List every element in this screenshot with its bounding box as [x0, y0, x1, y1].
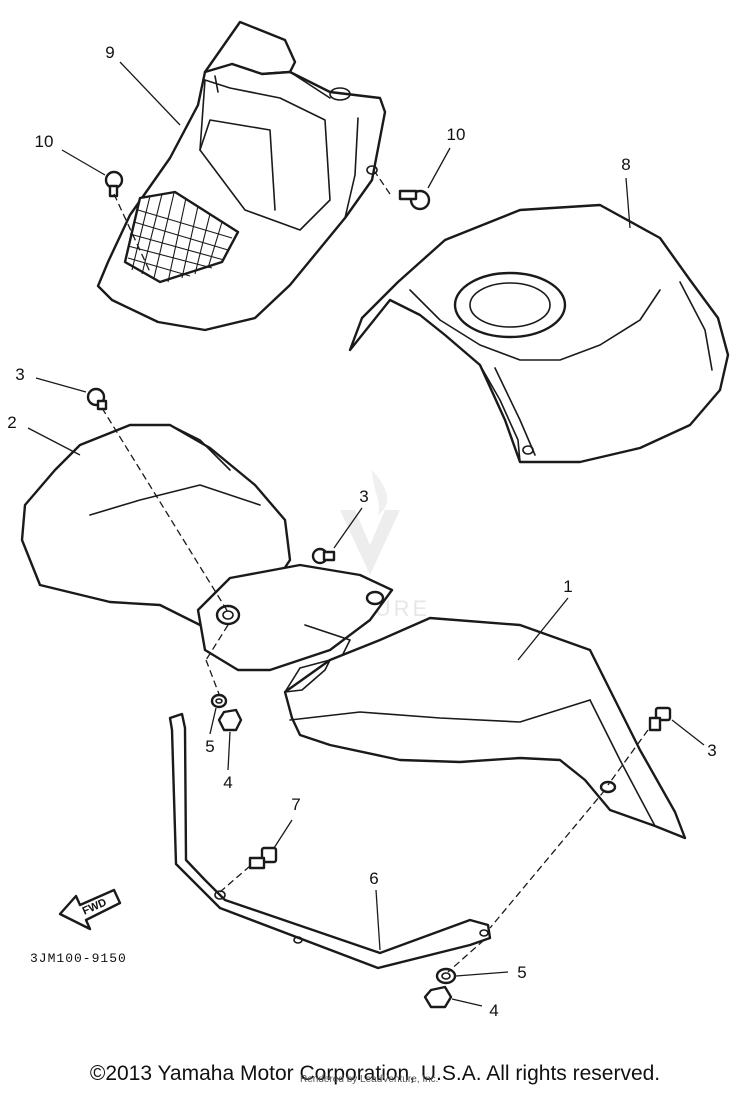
copyright-notice: ©2013 Yamaha Motor Corporation, U.S.A. A… [89, 1062, 661, 1085]
exploded-parts-diagram: LE VENTURE [7, 20, 730, 1020]
callout-8: 8 [621, 155, 630, 174]
callout-5-left: 5 [205, 737, 214, 756]
bolt-3-middle[interactable] [311, 547, 336, 565]
callout-7: 7 [291, 795, 300, 814]
part-9-front-cover[interactable] [96, 20, 387, 332]
callout-6: 6 [369, 869, 378, 888]
part-6-stay[interactable] [168, 712, 492, 970]
callout-9: 9 [105, 43, 114, 62]
washer-5-left[interactable] [210, 693, 228, 709]
callout-3-upper: 3 [15, 365, 24, 384]
callout-10-left: 10 [35, 132, 54, 151]
leader-lines [27, 61, 705, 1007]
washer-5-right[interactable] [435, 967, 457, 985]
assembly-lines [101, 171, 649, 973]
callout-1: 1 [563, 577, 572, 596]
bolt-3-right[interactable] [648, 706, 672, 732]
nut-4-left[interactable] [217, 708, 243, 732]
bolt-10-left[interactable] [104, 170, 124, 198]
callout-3-right: 3 [707, 741, 716, 760]
nut-4-right[interactable] [423, 985, 453, 1009]
fwd-arrow-icon: FWD [58, 888, 122, 931]
callout-3-middle: 3 [359, 487, 368, 506]
callout-2: 2 [7, 413, 16, 432]
rendered-by-credit: Rendered by LeadVenture, Inc. [300, 1074, 439, 1085]
callout-4-right: 4 [489, 1001, 498, 1020]
part-8-tank-cover[interactable] [348, 203, 730, 464]
drawing-code: 3JM100-9150 [30, 951, 127, 966]
bolt-7[interactable] [248, 846, 278, 870]
callout-10-right: 10 [447, 125, 466, 144]
callout-5-right: 5 [517, 963, 526, 982]
bolt-10-right[interactable] [398, 189, 431, 211]
part-2-fender[interactable] [20, 423, 394, 672]
bolt-3-upper[interactable] [86, 387, 108, 411]
part-1-front-fender[interactable] [283, 616, 687, 840]
callout-4-left: 4 [223, 773, 232, 792]
